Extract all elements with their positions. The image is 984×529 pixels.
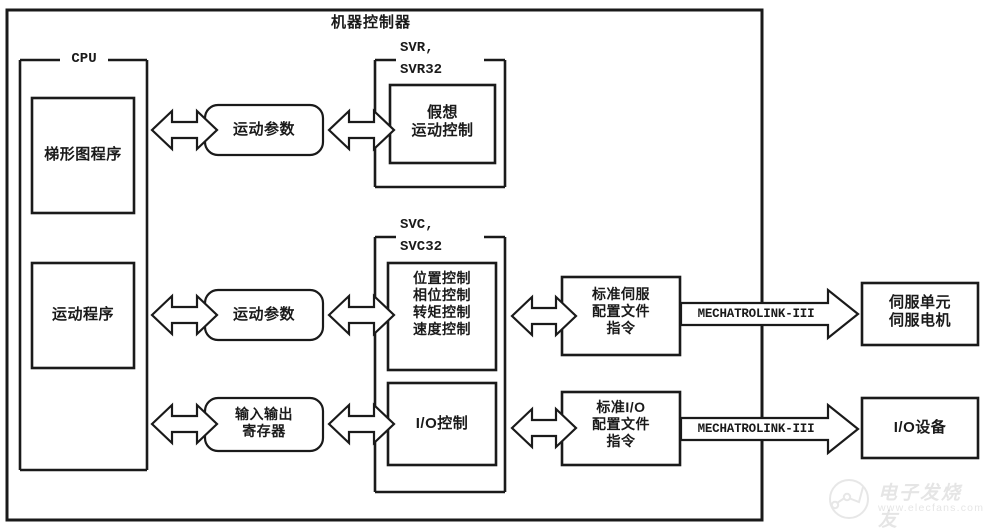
machine-controller-frame — [5, 8, 764, 522]
svr-group-label-line2: SVR32 — [400, 62, 443, 78]
svr-group-label-line1: SVR, — [400, 40, 434, 56]
io-bus-label: MECHATROLINK-III — [697, 422, 815, 436]
watermark-logo-icon — [829, 479, 869, 519]
caption-clearance — [60, 52, 484, 245]
io-device-box: I/O设备 — [893, 419, 947, 436]
arrow-io-register-to-svc — [327, 402, 396, 446]
svc-group-label-line1: SVC, — [400, 217, 434, 233]
svc-group-frame — [373, 235, 507, 494]
io-register-box: 输入输出 寄存器 — [235, 406, 293, 440]
io-device-box-outline — [860, 396, 980, 460]
watermark-url: www.elecfans.com — [878, 502, 984, 514]
arrow-motion-program-to-params — [150, 293, 219, 337]
svc-control-box: 位置控制 相位控制 转矩控制 速度控制 — [413, 270, 471, 338]
motion-params-mid-box: 运动参数 — [232, 306, 295, 323]
content-box-outlines — [30, 83, 980, 467]
servo-unit-motor-box: 伺服单元 伺服电机 — [888, 294, 951, 330]
standard-io-profile-box: 标准I/O 配置文件 指令 — [592, 399, 650, 450]
arrow-params-to-svc — [327, 293, 396, 337]
bus-label-plates — [683, 305, 829, 438]
arrow-ladder-to-params — [150, 108, 219, 152]
arrow-cpu-to-io-register — [150, 402, 219, 446]
virtual-motion-control-box-outline — [388, 83, 497, 165]
arrow-io-control-to-io-profile — [510, 406, 578, 450]
cpu-group-label: CPU — [71, 51, 97, 67]
standard-io-profile-box-outline — [560, 390, 682, 467]
standard-servo-profile-box: 标准伺服 配置文件 指令 — [592, 286, 650, 337]
arrow-params-to-svr — [327, 108, 396, 152]
standard-servo-profile-box-outline — [560, 275, 682, 357]
ladder-program-box: 梯形图程序 — [44, 146, 122, 163]
svc-control-box-outline — [386, 261, 498, 372]
motion-program-box: 运动程序 — [51, 306, 114, 323]
servo-unit-motor-box-outline — [860, 281, 980, 347]
bidirectional-arrows — [150, 108, 578, 450]
motion-program-box-outline — [30, 261, 136, 370]
motion-params-top-box: 运动参数 — [232, 121, 295, 138]
watermark: 电子发烧友 www.elecfans.com — [826, 476, 983, 529]
servo-bus-label: MECHATROLINK-III — [697, 307, 815, 321]
arrow-svc-to-servo-profile — [510, 294, 578, 338]
virtual-motion-control-box: 假想 运动控制 — [411, 104, 474, 140]
io-control-box-outline — [386, 381, 498, 467]
page-title: 机器控制器 — [330, 14, 411, 31]
watermark-brand: 电子发烧友 — [878, 483, 963, 529]
parameter-box-outlines — [203, 103, 325, 453]
cpu-group-frame — [18, 58, 149, 472]
svc-group-label-line2: SVC32 — [400, 239, 443, 255]
io-control-box: I/O控制 — [415, 415, 469, 432]
ladder-program-box-outline — [30, 96, 136, 215]
